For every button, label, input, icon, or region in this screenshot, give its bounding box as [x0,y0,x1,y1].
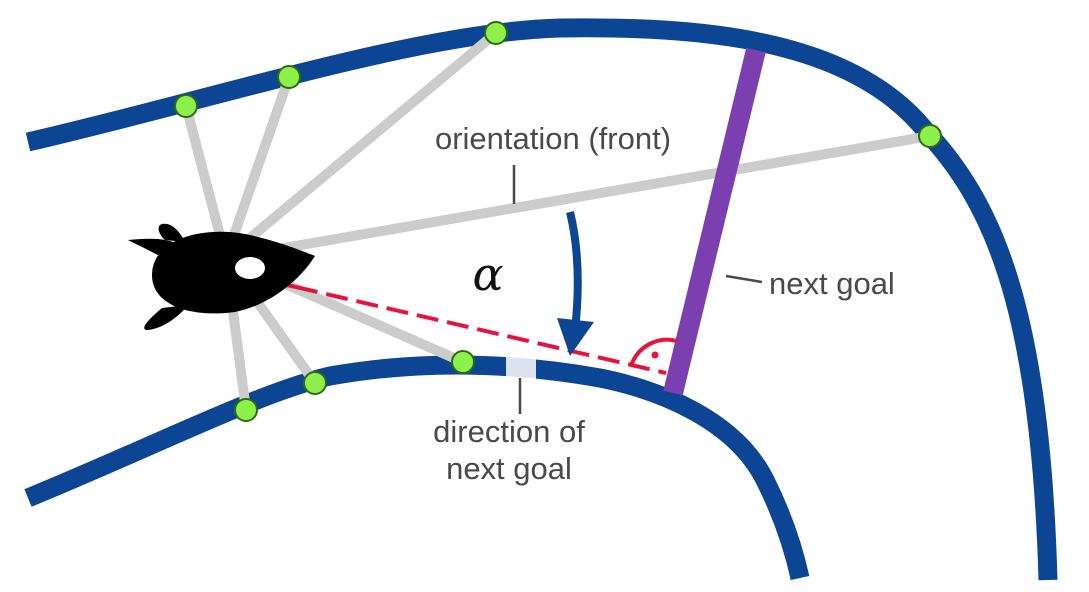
sensor-point-icon [234,398,258,422]
right-angle-icon [629,337,678,367]
next-goal-label: next goal [769,266,895,301]
sensor-point-icon [303,371,327,395]
track-inner-border [24,355,810,581]
direction-label-line2: next goal [446,451,572,486]
sensor-point-icon [918,124,942,148]
sensor-point-icon [484,21,508,45]
right-angle-dot [651,351,659,359]
sensor-point-icon [277,65,301,89]
direction-line-dashed [295,285,667,375]
angle-arc [566,211,582,331]
track-crossing-highlight [506,356,536,382]
sensor-points [174,21,942,422]
fish-fin-top [158,223,185,242]
angle-alpha-label: α [472,247,503,301]
sensor-point-icon [174,94,198,118]
fish-eye [235,257,265,279]
next-goal-leader [725,274,763,284]
fish-icon [128,223,315,330]
track-outer-border [25,18,1058,581]
sensor-point-icon [451,350,475,374]
fish-fin-bottom [144,305,188,330]
direction-label-line1: direction of [433,414,585,449]
angle-arrowhead [557,318,594,356]
ray-4 [221,131,935,263]
next-goal-line [663,47,766,396]
fish-body [152,231,315,314]
orientation-label: orientation (front) [435,121,671,156]
sensor-rays [181,28,935,415]
ray-3 [221,28,501,263]
ray-2 [221,72,294,263]
